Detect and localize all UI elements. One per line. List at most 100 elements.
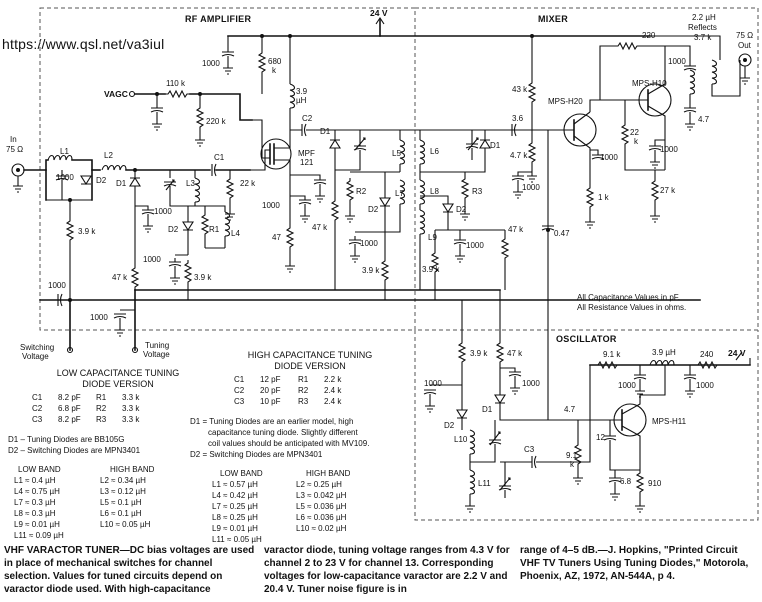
interstage-tank — [329, 129, 420, 300]
section-boxes — [39, 7, 759, 521]
agc-bias — [128, 36, 266, 147]
l8-label: L8 — [430, 187, 439, 196]
r1-label: R1 — [209, 225, 220, 234]
high-cap-table: HIGH CAPACITANCE TUNING DIODE VERSION — [220, 350, 400, 372]
low-cap-note-2: D2 – Switching Diodes are MPN3401 — [8, 446, 141, 455]
r-110k-label: 110 k — [166, 79, 186, 88]
r-47k-osc-label: 47 k — [507, 349, 523, 358]
tuning-label-b: Voltage — [143, 350, 170, 359]
low-cap-cell: C3 — [32, 415, 43, 424]
l9-label: L9 — [428, 233, 437, 242]
low-cap-notes: D1 – Tuning Diodes are BB105G D2 – Switc… — [8, 434, 228, 456]
high-cap-high-coil-value: L2 ≈ 0.25 µH — [296, 480, 342, 489]
high-cap-high-coil-value: L6 ≈ 0.036 µH — [296, 513, 347, 522]
l-39uh-rf-unit: µH — [296, 96, 307, 105]
low-cap-cell: R2 — [96, 404, 107, 413]
high-cap-cell: C1 — [234, 375, 245, 384]
c-1000-osc-c-label: 1000 — [424, 379, 442, 388]
input-connector — [11, 163, 47, 193]
reflects-label: Reflects — [688, 23, 717, 32]
r-220k-label: 220 k — [206, 117, 227, 126]
c-1000-mx-c-label: 1000 — [600, 153, 618, 162]
input-label-b: 75 Ω — [6, 145, 23, 154]
high-cap-cell: C3 — [234, 397, 245, 406]
high-cap-high-band: HIGH BAND L2 ≈ 0.25 µH L3 ≈ 0.042 µH L5 ≈ … — [296, 468, 406, 534]
c-1000-rf-e-label: 1000 — [143, 255, 161, 264]
input-filter — [45, 154, 211, 300]
l-39uh-rf-label: 3.9 — [296, 87, 308, 96]
high-cap-high-band-title: HIGH BAND — [306, 469, 351, 478]
low-cap-low-coil-value: L8 ≈ 0.3 µH — [14, 509, 56, 518]
high-cap-cell: R2 — [298, 386, 309, 395]
low-cap-table: LOW CAPACITANCE TUNING DIODE VERSION — [28, 368, 208, 390]
d1-mid-label: D1 — [320, 127, 331, 136]
low-cap-high-coil-value: L6 ≈ 0.1 µH — [100, 509, 142, 518]
c-1000-input-label: 1000 — [56, 173, 74, 182]
r-91k-osc-b-label: 9.1 — [566, 451, 578, 460]
l-39uh-osc-label: 3.9 µH — [652, 348, 676, 357]
high-cap-cell: R3 — [298, 397, 309, 406]
high-cap-title-2: DIODE VERSION — [274, 361, 346, 371]
c-1000-rf-f-label: 1000 — [262, 201, 280, 210]
oscillator-stage — [423, 290, 751, 513]
high-cap-cell: 20 pF — [260, 386, 281, 395]
high-cap-note-4: D2 = Switching Diodes are MPN3401 — [190, 450, 323, 459]
r2-label: R2 — [356, 187, 367, 196]
d2-osc-label: D2 — [444, 421, 455, 430]
high-cap-low-coil-value: L4 ≈ 0.42 µH — [212, 491, 258, 500]
r-47-rf-label: 47 — [272, 233, 281, 242]
d1-osc-label: D1 — [482, 405, 493, 414]
c-1000-osc-b-label: 1000 — [696, 381, 714, 390]
c-1000-mx-d-label: 1000 — [660, 145, 678, 154]
high-cap-low-coil-value: L8 ≈ 0.25 µH — [212, 513, 258, 522]
c-1000-osc-d-label: 1000 — [522, 379, 540, 388]
l-22uh-label: 2.2 µH — [692, 13, 716, 22]
high-cap-high-coil-value: L5 ≈ 0.036 µH — [296, 502, 347, 511]
c-36-mx-label: 3.6 — [512, 114, 524, 123]
c-68-label: 6.8 — [620, 477, 632, 486]
l3-label: L3 — [186, 179, 195, 188]
mpf-number: 121 — [300, 158, 314, 167]
switching-label-b: Voltage — [22, 352, 49, 361]
r-680k-label: 680 — [268, 57, 282, 66]
r-39k-osc-label: 3.9 k — [470, 349, 488, 358]
r-39k-rf-b-label: 3.9 k — [194, 273, 212, 282]
low-cap-high-coil-value: L5 ≈ 0.1 µH — [100, 498, 142, 507]
r-39k-input-label: 3.9 k — [78, 227, 96, 236]
low-cap-low-coil-value: L9 ≈ 0.01 µH — [14, 520, 60, 529]
high-cap-high-coil-value: L3 ≈ 0.042 µH — [296, 491, 347, 500]
high-cap-high-coil-value: L10 ≈ 0.02 µH — [296, 524, 347, 533]
tuning-label-a: Tuning — [145, 341, 169, 350]
rf-input-tank — [129, 163, 251, 300]
l7-label: L7 — [395, 189, 404, 198]
low-cap-high-band-title: HIGH BAND — [110, 465, 155, 474]
low-cap-high-coil-value: L3 ≈ 0.12 µH — [100, 487, 146, 496]
l6-label: L6 — [430, 147, 439, 156]
low-cap-cell: R1 — [96, 393, 107, 402]
d2-mid-label: D2 — [368, 205, 379, 214]
c-1000-mx-e-label: 1000 — [668, 57, 686, 66]
switching-label-a: Switching — [20, 343, 54, 352]
low-cap-title-2: DIODE VERSION — [82, 379, 154, 389]
low-cap-cell: 3.3 k — [122, 393, 140, 402]
high-cap-low-coil-value: L1 ≈ 0.57 µH — [212, 480, 258, 489]
r-22k-mx-unit: k — [634, 137, 639, 146]
c3-label: C3 — [524, 445, 535, 454]
r-37k-label: 3.7 k — [694, 33, 712, 42]
r-47k-mx-b-label: 4.7 k — [510, 151, 528, 160]
r-680k-unit: k — [272, 66, 277, 75]
vagc-label: VAGC — [104, 89, 128, 99]
mixer-stage — [511, 35, 752, 300]
low-cap-cell: C1 — [32, 393, 43, 402]
low-cap-low-coil-value: L1 ≈ 0.4 µH — [14, 476, 56, 485]
units-note-2: All Resistance Values in ohms. — [577, 303, 686, 312]
low-cap-cell: 3.3 k — [122, 415, 140, 424]
l10-label: L10 — [454, 435, 468, 444]
caption-column-1: VHF VARACTOR TUNER—DC bias voltages are … — [4, 545, 255, 595]
